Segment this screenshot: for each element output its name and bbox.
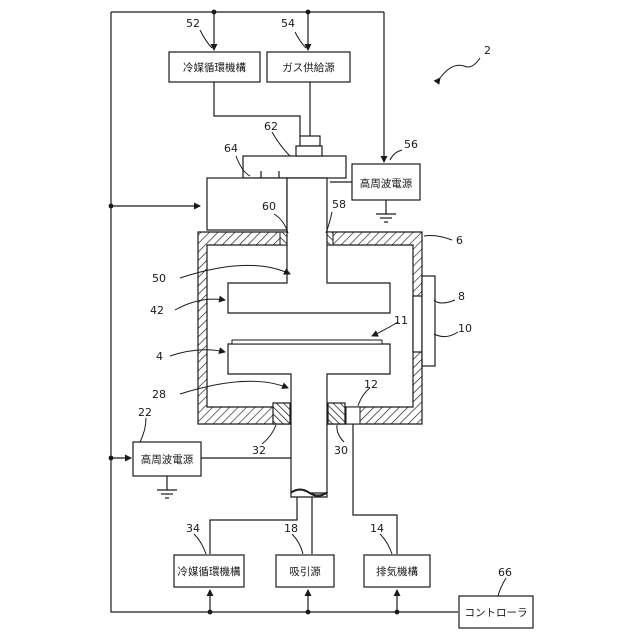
ref-12: 12 bbox=[364, 378, 378, 391]
coolant-pipe-upper bbox=[214, 82, 300, 136]
gas-connector-62 bbox=[300, 136, 320, 146]
coolant-circulation-lower-label: 冷媒循環機構 bbox=[178, 565, 241, 578]
coolant-circulation-upper-box: 冷媒循環機構 bbox=[169, 52, 260, 82]
coolant-circulation-upper-label: 冷媒循環機構 bbox=[183, 61, 246, 74]
ref-54: 54 bbox=[281, 17, 295, 30]
gas-supply-box: ガス供給源 bbox=[267, 52, 350, 82]
ref-4: 4 bbox=[156, 350, 163, 363]
ref-34: 34 bbox=[186, 522, 200, 535]
ref-60: 60 bbox=[262, 200, 276, 213]
exhaust-mechanism-label: 排気機構 bbox=[376, 565, 418, 578]
ref-22: 22 bbox=[138, 406, 152, 419]
ref-8: 8 bbox=[458, 290, 465, 303]
suction-source-label: 吸引源 bbox=[289, 565, 321, 578]
window-member-8 bbox=[422, 276, 435, 366]
rf-power-lower-label: 高周波電源 bbox=[141, 453, 194, 466]
rf-power-upper-label: 高周波電源 bbox=[360, 177, 413, 190]
controller-box: コントローラ bbox=[459, 596, 533, 628]
wafer-11 bbox=[232, 340, 382, 344]
suction-source-box: 吸引源 bbox=[276, 555, 334, 587]
controller-label: コントローラ bbox=[465, 607, 528, 619]
ref-2: 2 bbox=[484, 44, 491, 57]
rf-power-upper-box: 高周波電源 bbox=[352, 164, 420, 222]
ref-32: 32 bbox=[252, 444, 266, 457]
ref-58: 58 bbox=[332, 198, 346, 211]
ref-30: 30 bbox=[334, 444, 348, 457]
ref-10: 10 bbox=[458, 322, 472, 335]
ref-18: 18 bbox=[284, 522, 298, 535]
ref-28: 28 bbox=[152, 388, 166, 401]
ref-14: 14 bbox=[370, 522, 384, 535]
exhaust-mechanism-box: 排気機構 bbox=[364, 555, 430, 587]
ref-64: 64 bbox=[224, 142, 238, 155]
upper-plate bbox=[243, 156, 346, 178]
ref-42: 42 bbox=[150, 304, 164, 317]
ref-11: 11 bbox=[394, 314, 408, 327]
ref-66: 66 bbox=[498, 566, 512, 579]
gas-supply-label: ガス供給源 bbox=[282, 61, 335, 74]
ref-50: 50 bbox=[152, 272, 166, 285]
rf-power-lower-box: 高周波電源 bbox=[133, 442, 201, 498]
coolant-circulation-lower-box: 冷媒循環機構 bbox=[174, 555, 244, 587]
ref-62: 62 bbox=[264, 120, 278, 133]
ref-52: 52 bbox=[186, 17, 200, 30]
ref-56: 56 bbox=[404, 138, 418, 151]
ref-6: 6 bbox=[456, 234, 463, 247]
